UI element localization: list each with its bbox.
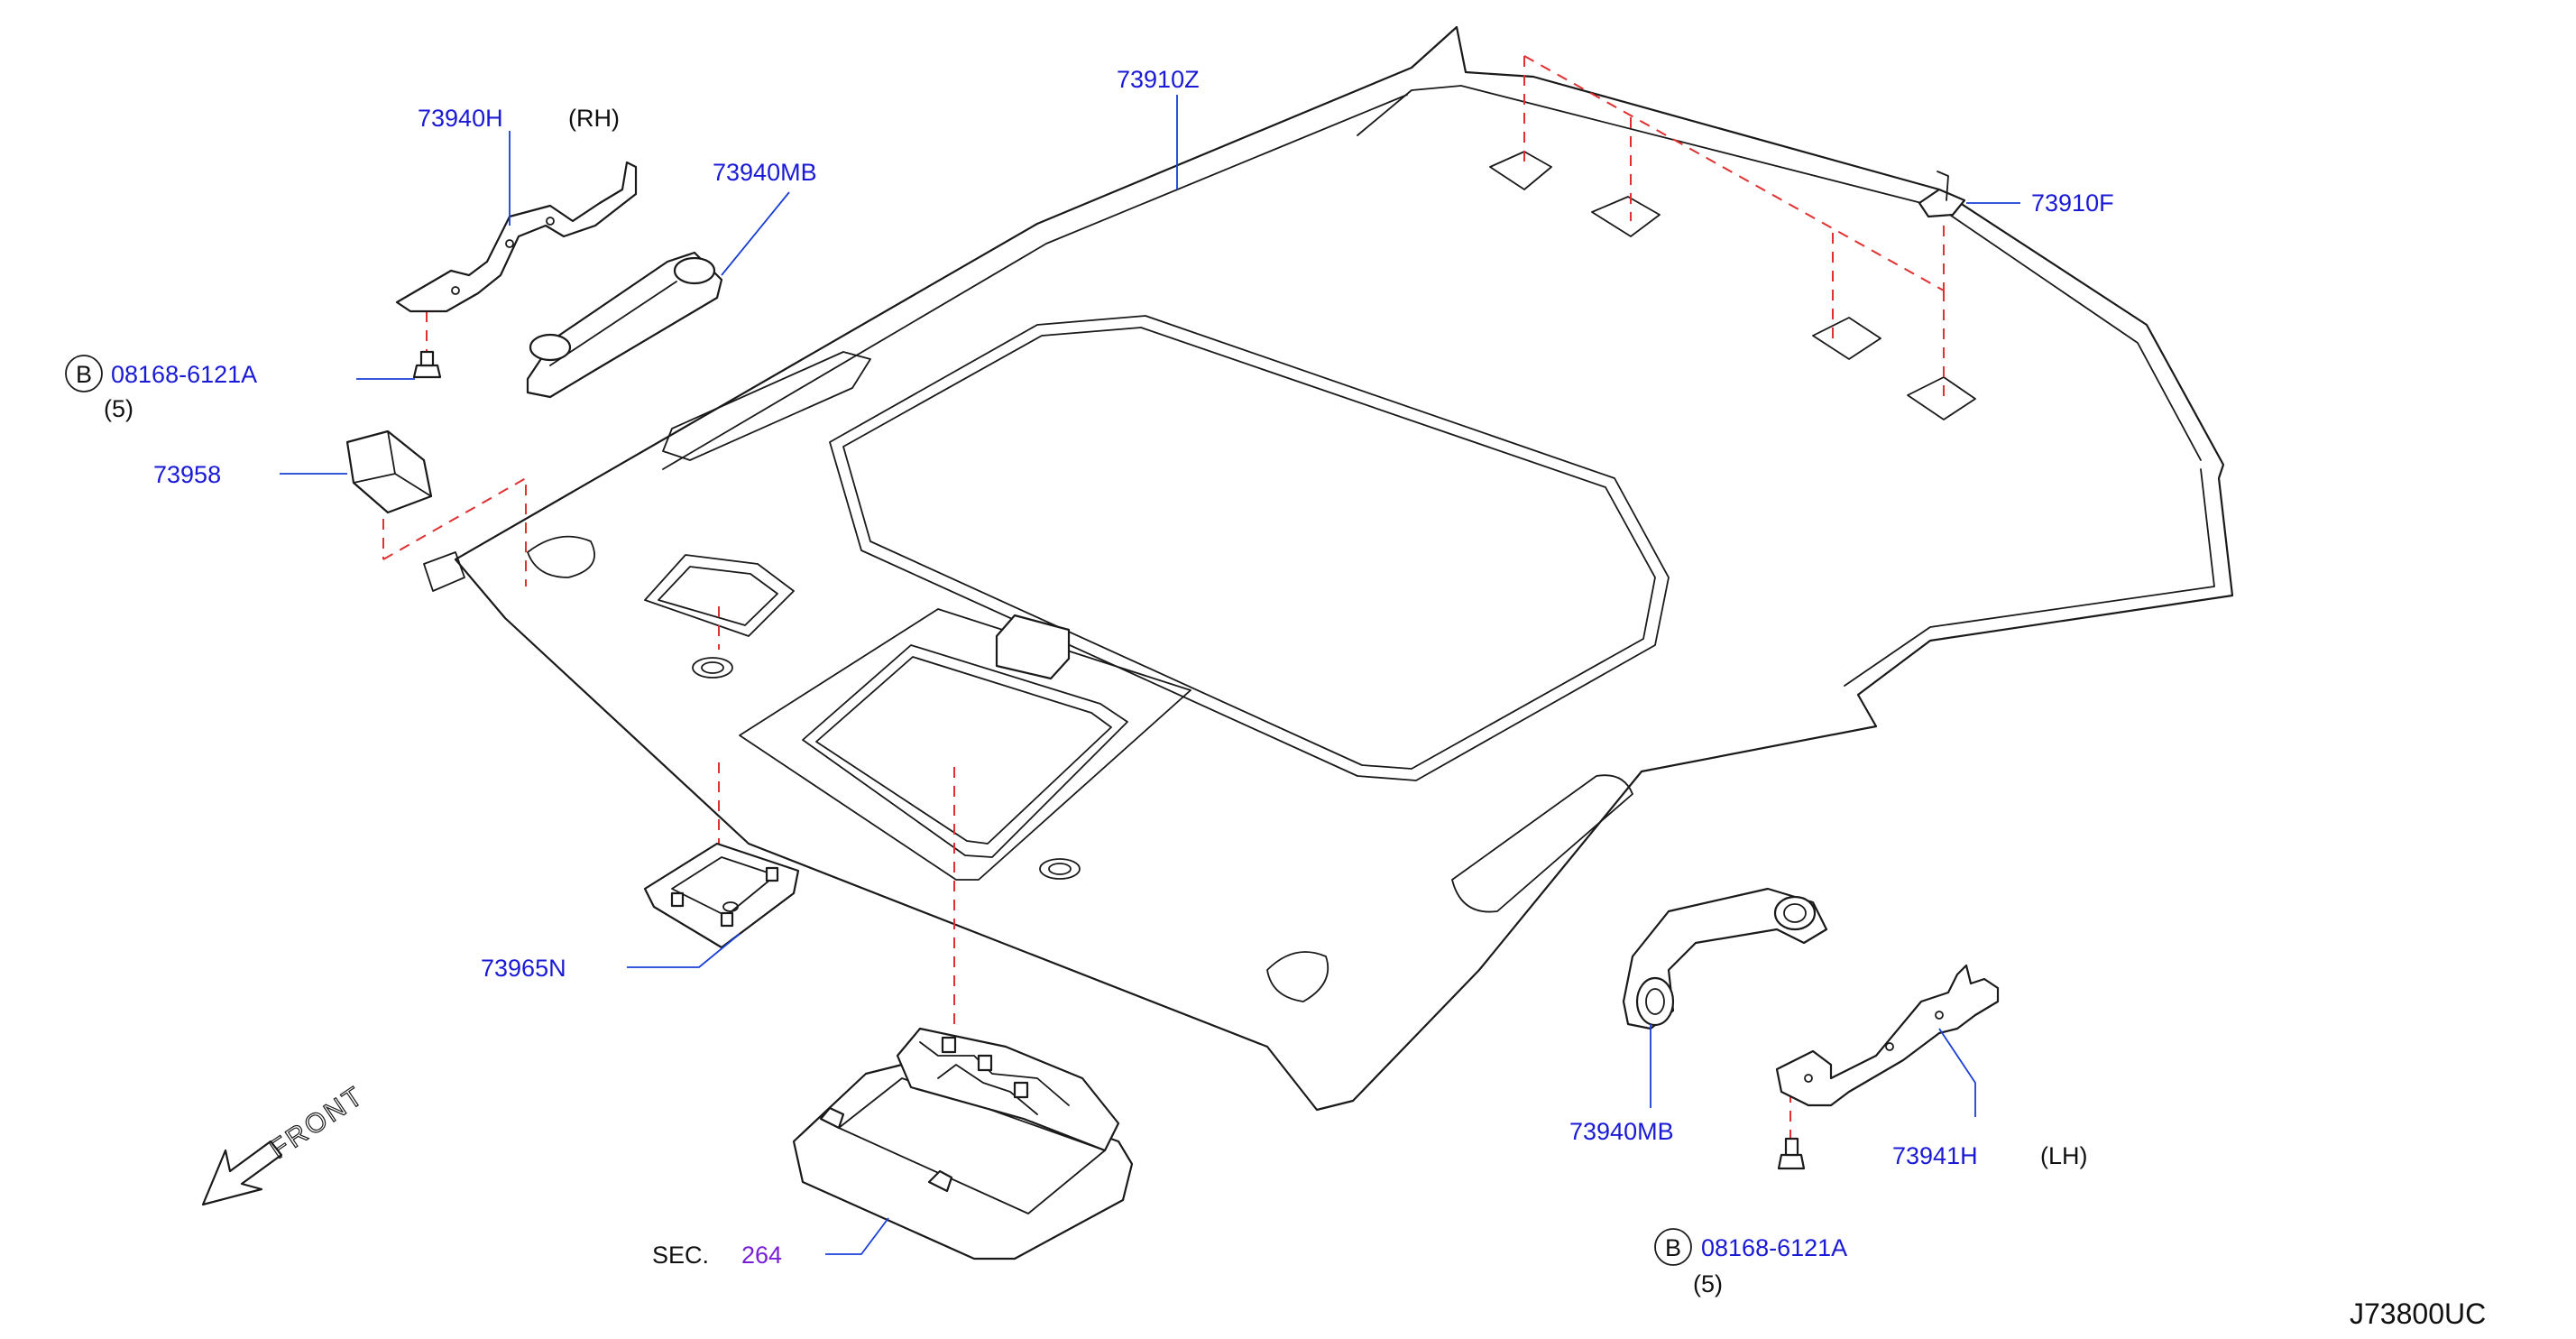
bolt-lh[interactable] <box>1777 1137 1806 1170</box>
headlining-panel[interactable] <box>423 25 2234 1112</box>
label-bolt-rh[interactable]: 08168-6121A <box>111 361 257 388</box>
label-bolt-lh-qty: (5) <box>1693 1270 1723 1297</box>
label-clip[interactable]: 73910F <box>2031 189 2114 217</box>
label-bolt-lh[interactable]: 08168-6121A <box>1701 1234 1847 1261</box>
lid-73965n[interactable] <box>643 842 800 949</box>
pad-73958[interactable] <box>345 429 433 514</box>
front-arrow-icon <box>201 1140 283 1206</box>
map-lamp-sec264[interactable] <box>792 1027 1134 1261</box>
assembly-dash-lines <box>382 55 1945 1146</box>
bracket-lh[interactable] <box>1775 964 2000 1107</box>
label-bolt-rh-qty: (5) <box>104 395 133 422</box>
label-bracket-lh[interactable]: 73941H <box>1892 1142 1978 1169</box>
label-assist-grip-lh[interactable]: 73940MB <box>1569 1118 1674 1145</box>
assist-grip-rh[interactable] <box>526 251 723 399</box>
label-pad[interactable]: 73958 <box>153 461 221 488</box>
label-bracket-rh[interactable]: 73940H <box>418 105 503 132</box>
label-headlining[interactable]: 73910Z <box>1117 66 1200 93</box>
label-lid[interactable]: 73965N <box>481 955 566 982</box>
clip-73910f[interactable] <box>1918 171 1966 218</box>
label-sec-prefix: SEC. <box>652 1242 709 1269</box>
diagram-code: J73800UC <box>2350 1297 2486 1330</box>
bracket-rh[interactable] <box>395 161 638 313</box>
b-marker-circle-rh <box>65 355 103 392</box>
assist-grip-lh[interactable] <box>1622 887 1828 1030</box>
label-b-marker-lh: B <box>1665 1234 1681 1261</box>
b-marker-circle-lh <box>1654 1228 1692 1266</box>
label-sec-number[interactable]: 264 <box>741 1242 782 1269</box>
front-label: FRONT <box>264 1080 370 1165</box>
label-lh: (LH) <box>2040 1142 2088 1169</box>
leader-lines <box>280 95 2020 1255</box>
bolt-rh[interactable] <box>412 350 442 379</box>
label-assist-grip-rh[interactable]: 73940MB <box>713 159 817 186</box>
label-rh: (RH) <box>568 105 620 132</box>
label-b-marker-rh: B <box>76 361 92 388</box>
